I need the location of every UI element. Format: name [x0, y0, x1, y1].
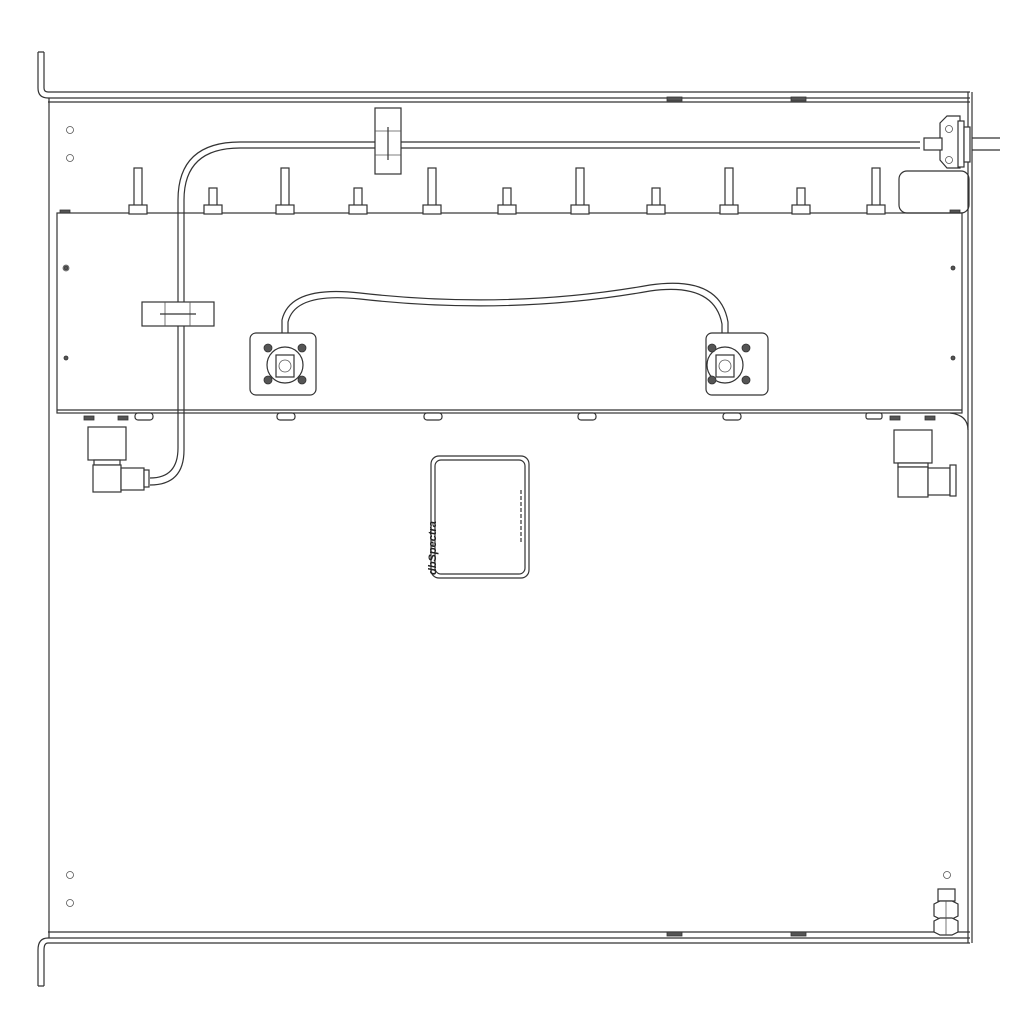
brand-text: dbSpectra [426, 521, 439, 575]
grounding-stud [933, 888, 959, 936]
filter-feet [134, 412, 883, 421]
cable-clamp-top [374, 107, 402, 175]
port-left [249, 332, 317, 396]
tuning-screws [128, 167, 886, 215]
chassis [37, 51, 973, 987]
label-plate [430, 455, 530, 579]
right-connector [889, 412, 969, 498]
rear-connector [898, 115, 1000, 214]
left-connector [83, 415, 150, 493]
jumper-cable [281, 282, 729, 342]
main-cable [149, 141, 920, 486]
cable-clamp-left [141, 301, 215, 327]
brand-label: dbSpectra [426, 520, 446, 580]
port-right [705, 332, 769, 396]
